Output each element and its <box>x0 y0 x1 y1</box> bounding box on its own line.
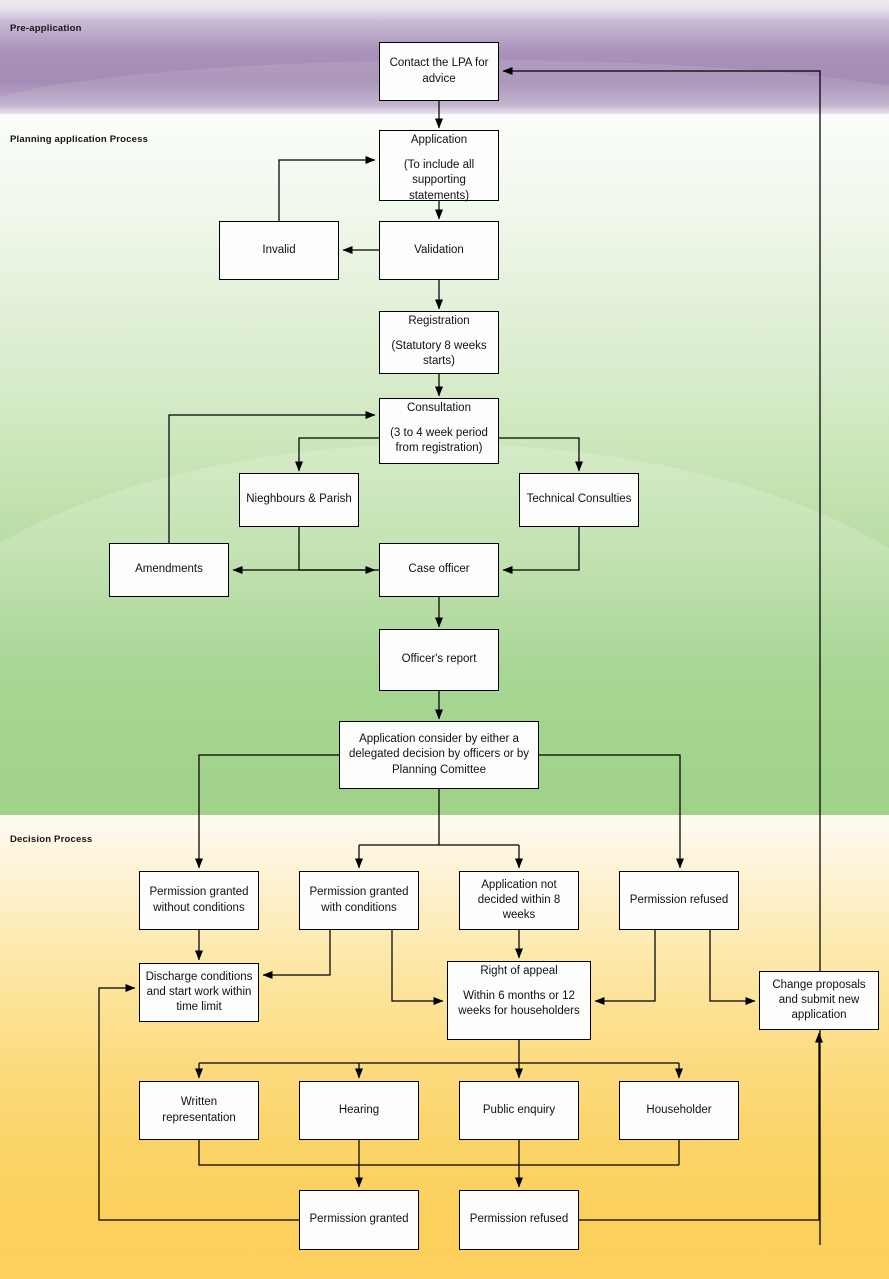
node-right-of-appeal-label: Right of appeal <box>480 965 558 977</box>
node-hearing-label: Hearing <box>338 1103 380 1116</box>
node-application-not-decided-label: Application not decided within 8 weeks <box>477 878 561 922</box>
node-application-sublabel: (To include all supporting statements) <box>403 159 475 202</box>
node-public-enquiry[interactable]: Public enquiry <box>459 1081 579 1140</box>
node-amendments-label: Amendments <box>135 563 203 576</box>
node-contact-lpa-label2: advice <box>422 72 456 85</box>
node-public-enquiry-label: Public enquiry <box>482 1103 556 1116</box>
node-householder[interactable]: Householder <box>619 1081 739 1140</box>
node-contact-lpa-label: Contact the LPA for <box>389 57 489 70</box>
node-registration-label: Registration <box>408 315 470 327</box>
section-label-planning-application-process: Planning application Process <box>10 134 149 145</box>
node-permission-granted-final[interactable]: Permission granted <box>299 1190 419 1250</box>
node-consultation[interactable]: Consultation (3 to 4 week period from re… <box>379 398 499 464</box>
node-officers-report[interactable]: Officer's report <box>379 629 499 691</box>
node-permission-granted-with-conditions[interactable]: Permission granted with conditions <box>299 871 419 930</box>
node-permission-refused-top-label: Permission refused <box>629 893 729 906</box>
node-householder-label: Householder <box>646 1103 712 1116</box>
node-permission-refused-final-label: Permission refused <box>469 1213 569 1226</box>
node-amendments[interactable]: Amendments <box>109 543 229 597</box>
section-label-decision-process: Decision Process <box>10 834 93 845</box>
node-neighbours-parish[interactable]: Nieghbours & Parish <box>239 473 359 527</box>
node-right-of-appeal[interactable]: Right of appeal Within 6 months or 12 we… <box>447 961 591 1040</box>
node-contact-lpa[interactable]: Contact the LPA for advice <box>379 42 499 101</box>
node-technical-consulties[interactable]: Technical Consulties <box>519 473 639 527</box>
node-case-officer[interactable]: Case officer <box>379 543 499 597</box>
node-permission-refused-top[interactable]: Permission refused <box>619 871 739 930</box>
node-hearing[interactable]: Hearing <box>299 1081 419 1140</box>
node-officers-report-label: Officer's report <box>401 653 477 666</box>
node-validation-label: Validation <box>414 243 464 256</box>
section-label-pre-application: Pre-application <box>10 23 82 34</box>
node-invalid[interactable]: Invalid <box>219 221 339 280</box>
node-consultation-label: Consultation <box>407 402 471 414</box>
node-discharge-conditions[interactable]: Discharge conditions and start work with… <box>139 963 259 1022</box>
node-permission-granted-without-conditions-label: Permission granted without conditions <box>149 886 249 914</box>
node-validation[interactable]: Validation <box>379 221 499 280</box>
node-consultation-sublabel: (3 to 4 week period from registration) <box>390 427 488 455</box>
node-permission-granted-with-conditions-label: Permission granted with conditions <box>309 886 409 914</box>
node-right-of-appeal-sublabel: Within 6 months or 12 weeks for househol… <box>458 990 580 1018</box>
node-discharge-conditions-label: Discharge conditions and start work with… <box>145 970 253 1014</box>
node-permission-refused-final[interactable]: Permission refused <box>459 1190 579 1250</box>
node-permission-granted-without-conditions[interactable]: Permission granted without conditions <box>139 871 259 930</box>
node-technical-consulties-label: Technical Consulties <box>526 493 632 506</box>
node-change-proposals[interactable]: Change proposals and submit new applicat… <box>759 971 879 1030</box>
node-application-not-decided[interactable]: Application not decided within 8 weeks <box>459 871 579 930</box>
node-change-proposals-label: Change proposals and submit new applicat… <box>772 978 866 1022</box>
node-application-consider-label: Application consider by either a delegat… <box>348 733 530 776</box>
node-case-officer-label: Case officer <box>408 563 470 576</box>
node-registration[interactable]: Registration (Statutory 8 weeks starts) <box>379 311 499 374</box>
node-application-consider[interactable]: Application consider by either a delegat… <box>339 721 539 789</box>
node-invalid-label: Invalid <box>262 243 296 256</box>
node-written-representation[interactable]: Written representation <box>139 1081 259 1140</box>
node-registration-sublabel: (Statutory 8 weeks starts) <box>391 340 487 368</box>
node-permission-granted-final-label: Permission granted <box>309 1213 409 1226</box>
node-application-label: Application <box>410 134 468 146</box>
node-application[interactable]: Application (To include all supporting s… <box>379 130 499 202</box>
node-neighbours-parish-label: Nieghbours & Parish <box>246 493 352 506</box>
node-written-representation-label: Written representation <box>162 1096 236 1124</box>
